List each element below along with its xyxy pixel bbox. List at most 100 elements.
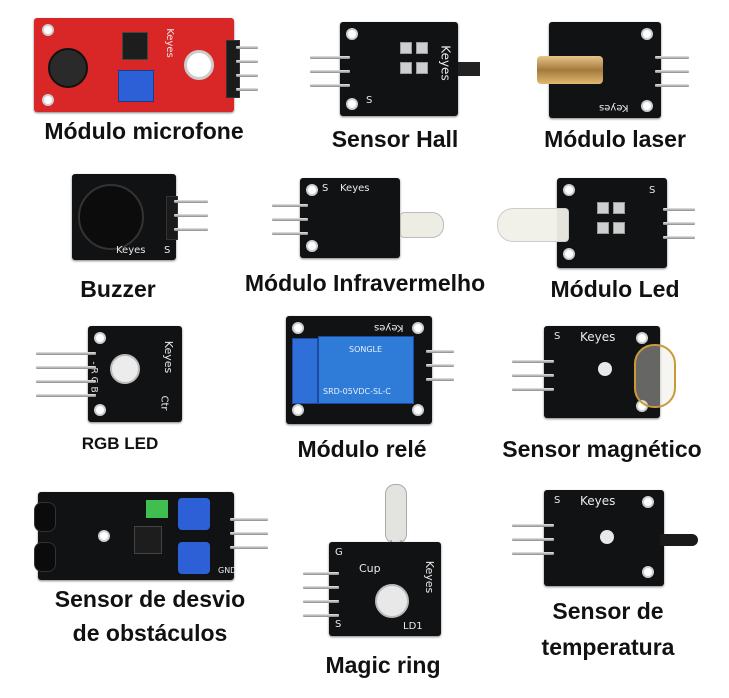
led-module: S xyxy=(495,178,700,270)
mount-hole xyxy=(346,28,358,40)
pin xyxy=(512,524,554,527)
label-obstacle-sensor-line2: de obstáculos xyxy=(72,620,228,646)
buzzer-body xyxy=(78,184,144,250)
mount-hole xyxy=(563,184,575,196)
pin xyxy=(655,84,689,87)
silk-keyes: Keyes xyxy=(374,322,404,333)
pin xyxy=(230,518,268,521)
silk-keyes: Keyes xyxy=(599,102,629,113)
pin xyxy=(655,56,689,59)
silk-g: G xyxy=(335,547,343,558)
silk-ctr: Ctr xyxy=(158,395,170,411)
pin xyxy=(272,232,308,235)
pin xyxy=(230,546,268,549)
label-infrared-module: Módulo Infravermelho xyxy=(244,270,486,296)
pin xyxy=(36,380,96,383)
hall-sensor-module: Keyes S xyxy=(300,22,490,118)
reed-switch xyxy=(634,344,676,408)
pin xyxy=(236,46,258,49)
pin xyxy=(426,378,454,381)
mount-hole xyxy=(42,24,54,36)
relay-brand: SONGLE xyxy=(349,345,383,354)
ir-emitter xyxy=(34,502,56,532)
label-laser-module: Módulo laser xyxy=(544,126,686,152)
silk-s: S xyxy=(649,185,656,196)
hall-board: Keyes S xyxy=(340,22,458,116)
pad xyxy=(613,202,625,214)
rgb-board: Keyes Ctr - R G B xyxy=(88,326,182,422)
silk-s: S xyxy=(366,95,373,106)
label-buzzer: Buzzer xyxy=(80,276,156,302)
temperature-sensor-module: Keyes S xyxy=(510,490,710,588)
label-temperature-sensor-line2: temperatura xyxy=(541,634,675,660)
pad xyxy=(416,42,428,54)
mount-hole xyxy=(641,100,653,112)
label-magic-ring: Magic ring xyxy=(325,652,441,678)
temperature-board: Keyes S xyxy=(544,490,664,586)
label-obstacle-sensor-line1: Sensor de desvio xyxy=(54,586,246,612)
silk-cup: Cup xyxy=(359,562,381,575)
silk-keyes: Keyes xyxy=(438,45,453,81)
label-rgb-led: RGB LED xyxy=(81,434,159,453)
silk-ld1: LD1 xyxy=(403,621,423,632)
pin xyxy=(512,388,554,391)
pin xyxy=(512,552,554,555)
pin xyxy=(303,614,339,617)
comparator-chip xyxy=(134,526,162,554)
pin xyxy=(655,70,689,73)
mount-hole xyxy=(641,28,653,40)
mount-hole xyxy=(292,322,304,334)
relay-terminal-block xyxy=(292,338,318,404)
pin xyxy=(303,572,339,575)
pad xyxy=(613,222,625,234)
pin xyxy=(663,222,695,225)
obstacle-sensor-module: GND xyxy=(32,490,272,586)
pin xyxy=(230,532,268,535)
potentiometer-top xyxy=(178,498,210,530)
silk-keyes: Keyes xyxy=(162,340,176,374)
pin xyxy=(512,374,554,377)
mount-hole xyxy=(412,322,424,334)
pin xyxy=(303,586,339,589)
pin xyxy=(512,538,554,541)
pin xyxy=(303,600,339,603)
mount-hole xyxy=(292,404,304,416)
silk-s: S xyxy=(335,619,342,630)
pin xyxy=(236,88,258,91)
op-amp-chip xyxy=(122,32,148,60)
pad xyxy=(400,42,412,54)
silk-keyes: Keyes xyxy=(163,28,175,58)
relay-body: SONGLE SRD-05VDC-SL-C xyxy=(318,336,414,404)
mount-hole xyxy=(306,184,318,196)
silk-s: S xyxy=(164,245,171,256)
obstacle-board: GND xyxy=(34,492,237,580)
silk-keyes: Keyes xyxy=(580,494,616,508)
pin xyxy=(236,60,258,63)
mount-hole xyxy=(563,248,575,260)
silk-keyes: Keyes xyxy=(340,183,370,194)
mount-hole xyxy=(412,404,424,416)
pin xyxy=(272,218,308,221)
mount-hole xyxy=(306,240,318,252)
label-temperature-sensor-line1: Sensor de xyxy=(552,598,664,624)
pad xyxy=(400,62,412,74)
pad xyxy=(597,202,609,214)
pin xyxy=(272,204,308,207)
pin xyxy=(310,56,350,59)
pad xyxy=(416,62,428,74)
magic-ring-module: G Cup Keyes LD1 S xyxy=(295,482,455,642)
label-microphone-module: Módulo microfone xyxy=(44,118,244,144)
infrared-led xyxy=(400,212,444,238)
silk-keyes: Keyes xyxy=(116,245,146,256)
label-led-module: Módulo Led xyxy=(550,276,680,302)
led-dome xyxy=(375,584,409,618)
silk-gnd: GND xyxy=(218,566,237,575)
silk-s: S xyxy=(554,495,561,506)
silk-keyes: Keyes xyxy=(423,560,437,594)
pin xyxy=(36,394,96,397)
pin xyxy=(663,208,695,211)
microphone-capsule xyxy=(48,48,88,88)
rgb-led-lens xyxy=(110,354,140,384)
mercury-tube xyxy=(385,484,407,544)
mount-hole xyxy=(42,94,54,106)
